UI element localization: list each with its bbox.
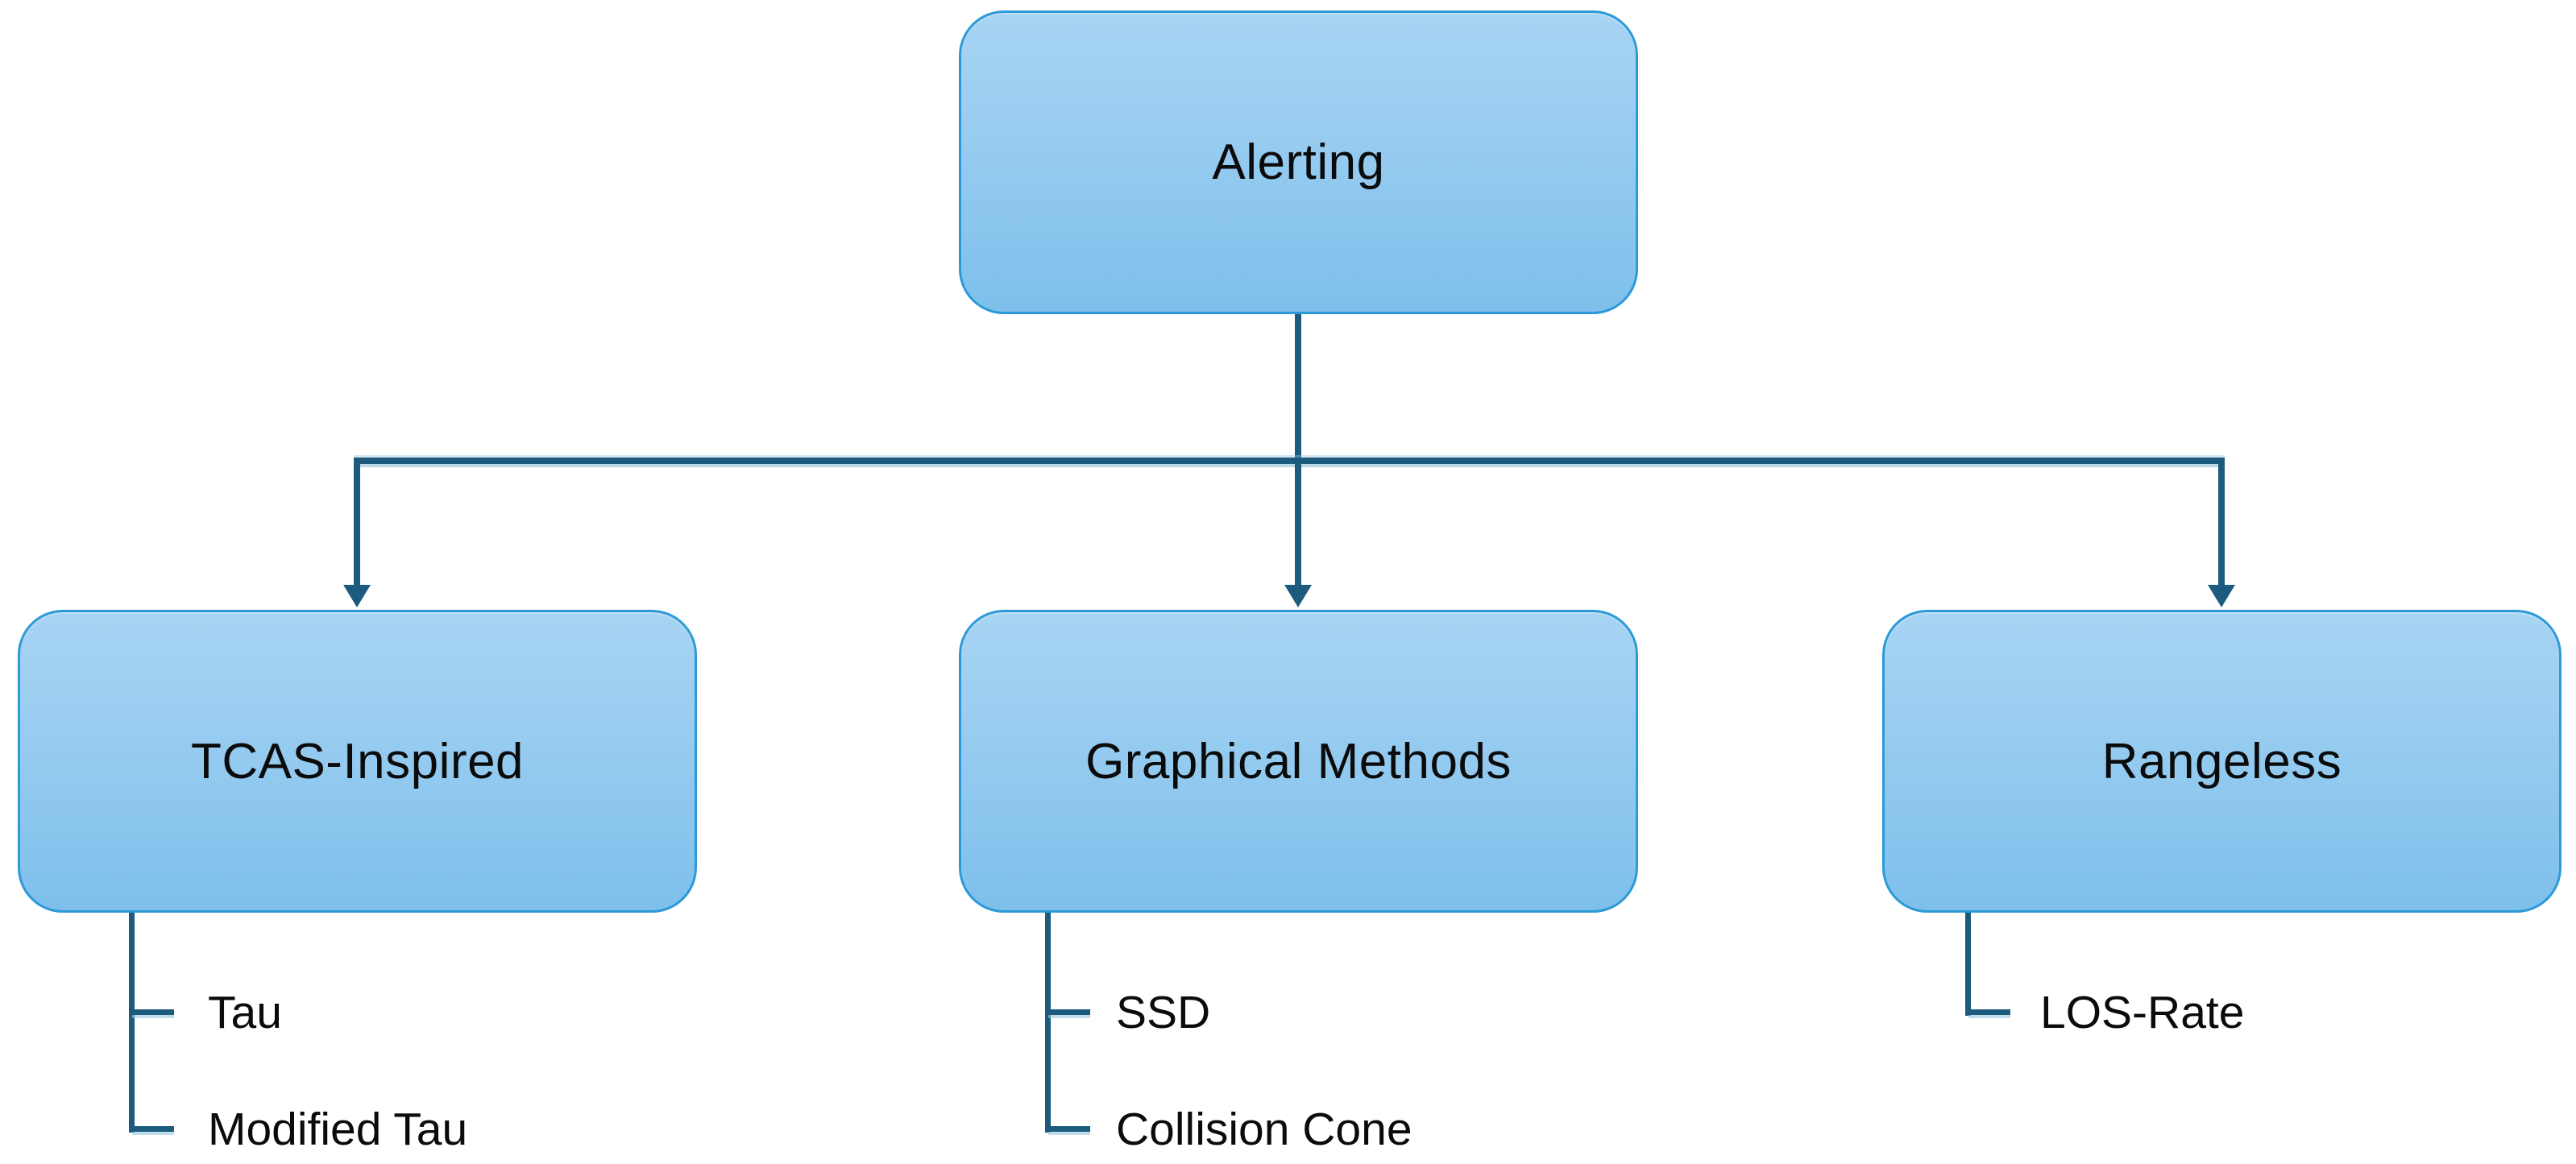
connector-leaf-stem-rangeless: [1965, 913, 1971, 1016]
connector-crossbar: [354, 458, 2225, 464]
connector-tick-ssd: [1048, 1009, 1090, 1015]
arrow-down-icon: [343, 585, 371, 607]
node-alerting-label: Alerting: [1212, 135, 1385, 190]
leaf-label-collision-cone: Collision Cone: [1116, 1104, 1412, 1155]
node-tcas-inspired-label: TCAS-Inspired: [190, 733, 525, 789]
connector-drop-graphical: [1295, 458, 1301, 588]
leaf-label-los-rate: LOS-Rate: [2040, 987, 2245, 1038]
connector-tick-los-rate: [1968, 1009, 2010, 1015]
node-graphical-methods-label: Graphical Methods: [1085, 733, 1512, 789]
leaf-label-tau: Tau: [208, 987, 282, 1038]
node-tcas-inspired: TCAS-Inspired: [18, 610, 697, 913]
node-graphical-methods: Graphical Methods: [959, 610, 1638, 913]
connector-tick-collision-cone: [1048, 1126, 1090, 1132]
connector-root-stem: [1295, 314, 1301, 461]
connector-tick-tau: [132, 1009, 174, 1015]
connector-leaf-stem-tcas: [129, 913, 135, 1133]
node-alerting: Alerting: [959, 10, 1638, 314]
connector-drop-tcas: [354, 458, 360, 588]
arrow-down-icon: [2208, 585, 2235, 607]
connector-drop-rangeless: [2218, 458, 2225, 588]
arrow-down-icon: [1284, 585, 1312, 607]
leaf-label-modified-tau: Modified Tau: [208, 1104, 468, 1155]
node-rangeless-label: Rangeless: [2101, 733, 2342, 789]
connector-tick-modified-tau: [132, 1126, 174, 1132]
node-rangeless: Rangeless: [1882, 610, 2561, 913]
connector-leaf-stem-graphical: [1045, 913, 1051, 1133]
leaf-label-ssd: SSD: [1116, 987, 1211, 1038]
